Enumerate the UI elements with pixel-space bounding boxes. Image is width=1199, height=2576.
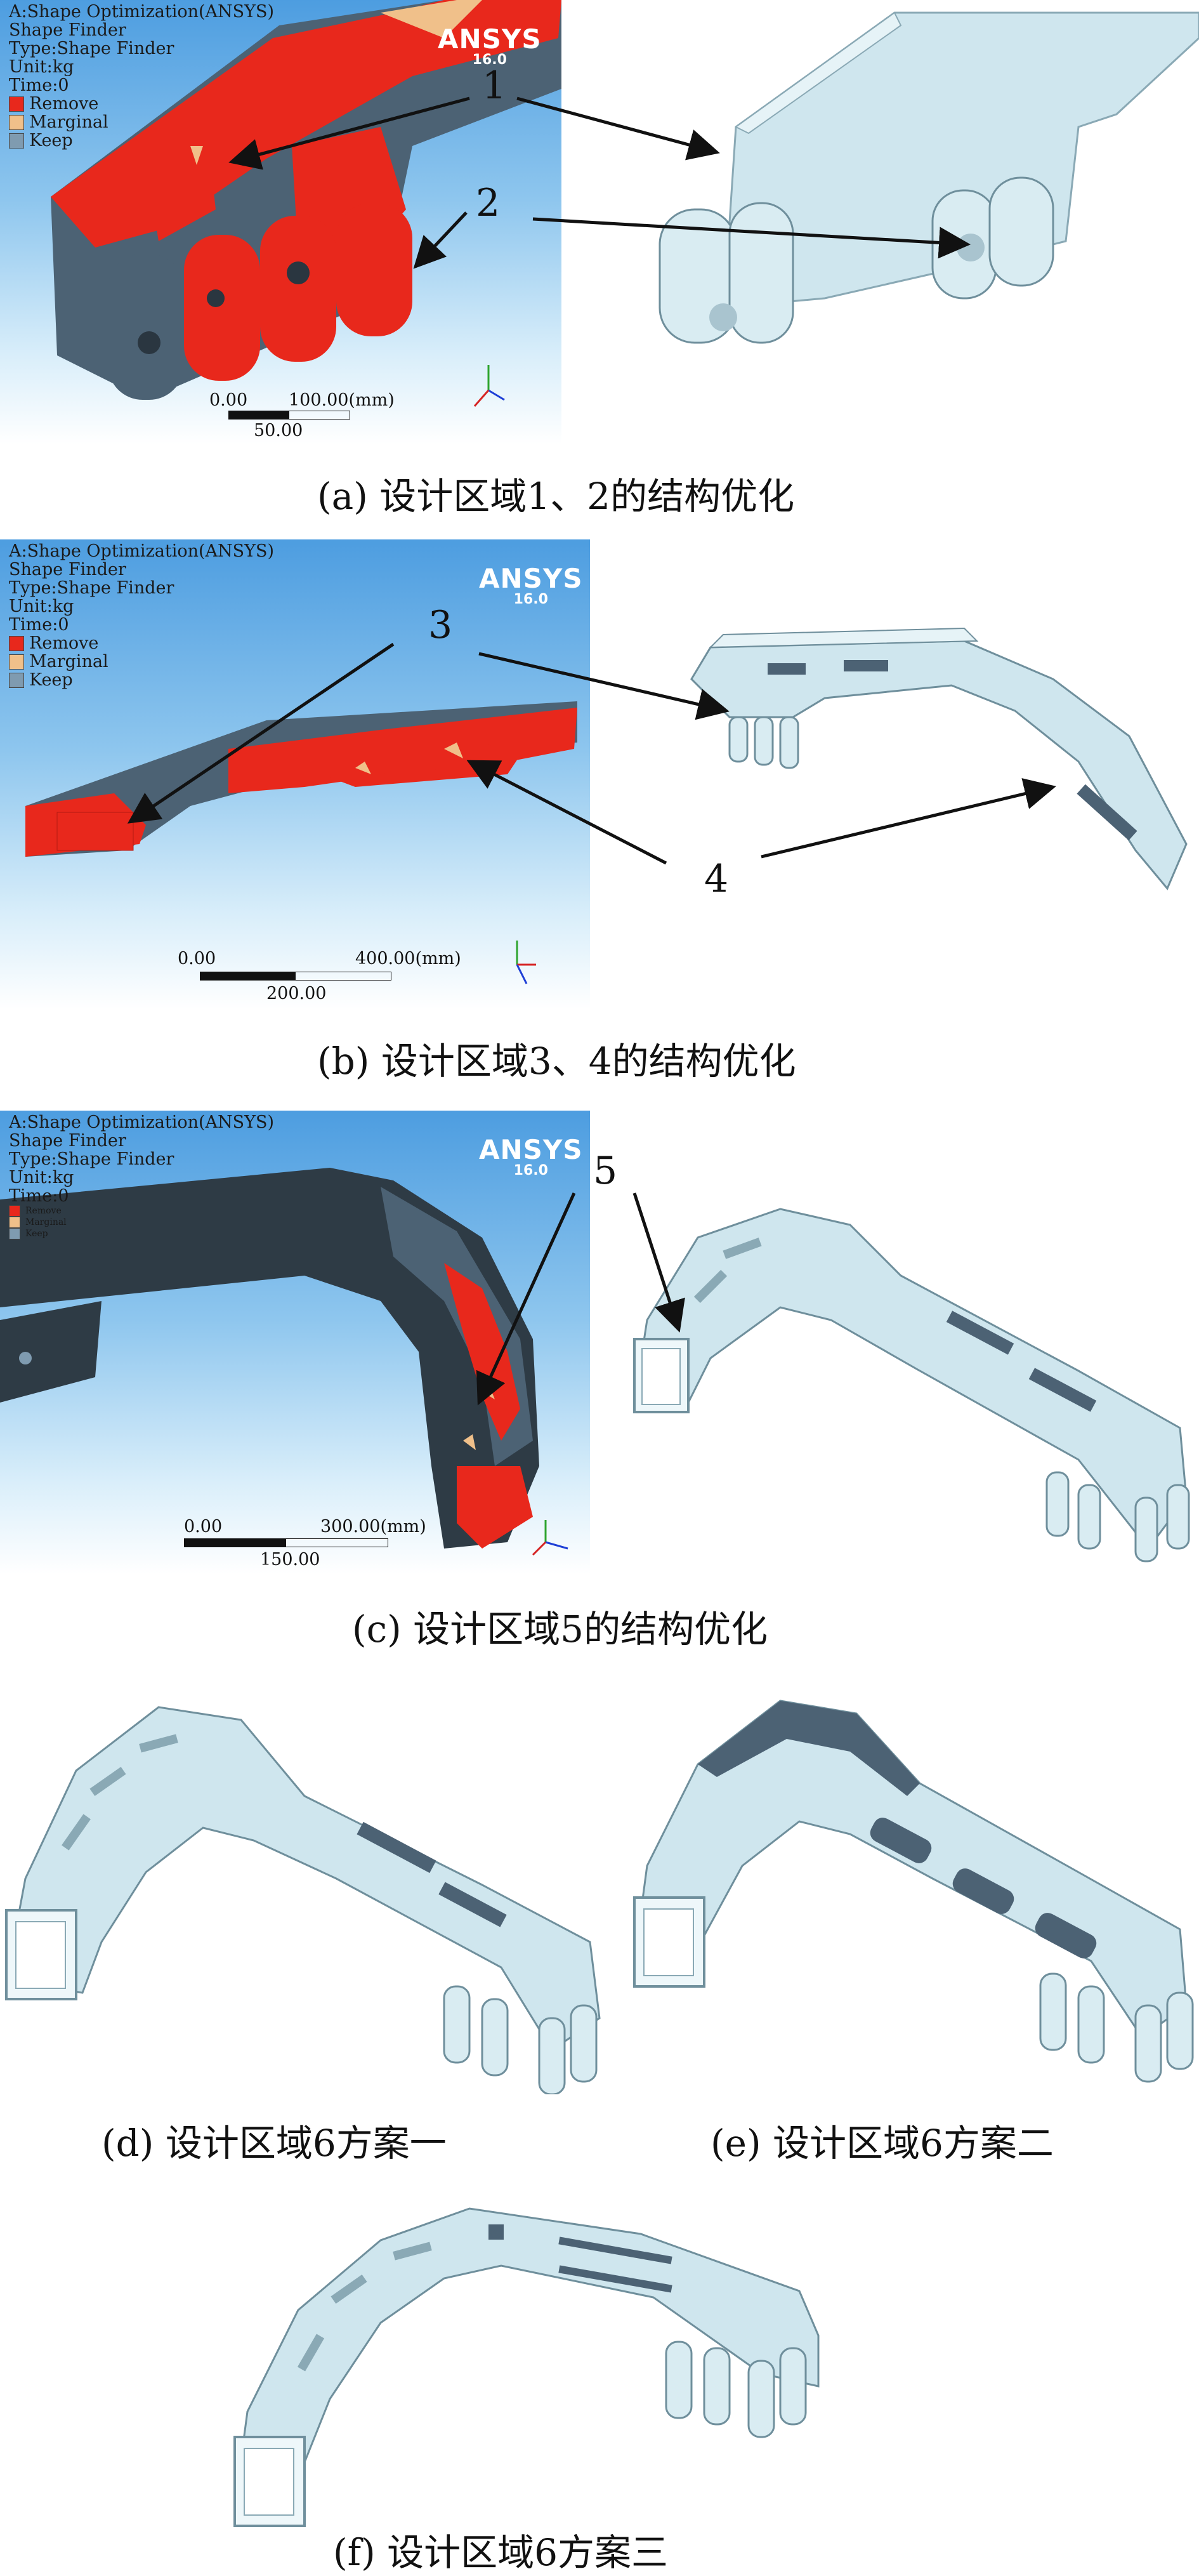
model-e-result: [633, 1700, 1194, 2083]
legend-remove: Remove: [9, 95, 274, 113]
info-line: Type:Shape Finder: [9, 578, 174, 598]
scale-left-label: 0.00: [178, 949, 216, 968]
legend-marginal: Marginal: [9, 113, 274, 131]
info-line: Shape Finder: [9, 560, 126, 579]
remove-swatch-icon: [9, 96, 24, 112]
scale-bar: [228, 411, 350, 419]
legend-label: Remove: [29, 633, 99, 653]
keep-swatch-icon: [9, 672, 24, 688]
callout-label: 2: [476, 181, 501, 225]
caption-d: (d) 设计区域6方案一: [102, 2122, 447, 2165]
callout-arrows-b: [127, 642, 1056, 865]
info-line: Type:Shape Finder: [9, 1149, 174, 1169]
model-b-result: [690, 627, 1188, 890]
ansys-logo: ANSYS 16.0: [438, 25, 542, 67]
remove-swatch-icon: [9, 635, 24, 651]
scale-right-label: 300.00(mm): [320, 1517, 426, 1536]
info-line: Unit:kg: [9, 597, 74, 616]
legend-label: Keep: [29, 670, 73, 690]
info-line: Time:0: [9, 615, 69, 635]
keep-swatch-icon: [9, 133, 24, 149]
logo-brand: ANSYS: [479, 1134, 583, 1165]
scale-mid-label: 150.00: [260, 1550, 320, 1569]
caption-a: (a) 设计区域1、2的结构优化: [317, 475, 795, 518]
keep-swatch-icon: [9, 1228, 20, 1239]
marginal-swatch-icon: [9, 654, 24, 670]
info-line: A:Shape Optimization(ANSYS): [9, 1113, 275, 1132]
info-line: Time:0: [9, 1186, 69, 1206]
caption-c: (c) 设计区域5的结构优化: [352, 1608, 768, 1651]
caption-b: (b) 设计区域3、4的结构优化: [317, 1040, 796, 1083]
model-c-result: [633, 1208, 1190, 1562]
scale-right-label: 100.00(mm): [289, 390, 395, 410]
logo-version: 16.0: [513, 591, 548, 607]
info-line: Type:Shape Finder: [9, 39, 174, 58]
legend-remove: Remove: [9, 634, 274, 652]
model-d-result: [5, 1706, 601, 2094]
info-block-b: A:Shape Optimization(ANSYS) Shape Finder…: [9, 542, 274, 689]
scale-mid-label: 200.00: [266, 984, 327, 1003]
callout-arrows-a: [228, 96, 971, 269]
remove-swatch-icon: [9, 1205, 20, 1217]
info-line: Shape Finder: [9, 20, 126, 40]
ansys-logo: ANSYS 16.0: [479, 565, 583, 607]
scale-left-label: 0.00: [184, 1517, 223, 1536]
caption-f: (f) 设计区域6方案三: [333, 2531, 669, 2574]
legend-label: Keep: [25, 1229, 48, 1239]
marginal-swatch-icon: [9, 1217, 20, 1228]
legend-label: Remove: [25, 1206, 62, 1216]
info-line: A:Shape Optimization(ANSYS): [9, 541, 275, 561]
legend-label: Marginal: [29, 652, 108, 671]
callout-label: 4: [704, 857, 729, 901]
scale-bar-a: 0.00 100.00(mm) 50.00: [209, 390, 412, 441]
scale-bar-c: 0.00 300.00(mm) 150.00: [184, 1517, 450, 1574]
ansys-view-c: A:Shape Optimization(ANSYS) Shape Finder…: [0, 1111, 590, 1574]
legend-label: Marginal: [29, 112, 108, 132]
info-line: Time:0: [9, 76, 69, 95]
model-a-render: [51, 0, 561, 407]
caption-e: (e) 设计区域6方案二: [711, 2122, 1054, 2165]
logo-version: 16.0: [472, 52, 507, 68]
info-line: Shape Finder: [9, 1131, 126, 1151]
ansys-view-b: A:Shape Optimization(ANSYS) Shape Finder…: [0, 539, 590, 1009]
legend-label: Keep: [29, 131, 73, 150]
legend-keep: Keep: [9, 131, 274, 150]
legend-keep: Keep: [9, 671, 274, 689]
logo-version: 16.0: [513, 1163, 548, 1179]
scale-bar: [184, 1538, 388, 1547]
ansys-view-a: A:Shape Optimization(ANSYS) Shape Finder…: [0, 0, 561, 444]
callout-label: 1: [482, 63, 507, 108]
callout-label: 3: [428, 603, 453, 647]
scale-bar-b: 0.00 400.00(mm) 200.00: [178, 949, 482, 1006]
info-line: A:Shape Optimization(ANSYS): [9, 2, 275, 22]
scale-right-label: 400.00(mm): [355, 949, 461, 968]
info-block-c: A:Shape Optimization(ANSYS) Shape Finder…: [9, 1113, 274, 1239]
legend-remove: Remove: [9, 1205, 274, 1217]
logo-brand: ANSYS: [479, 563, 583, 594]
legend-label: Marginal: [25, 1217, 67, 1227]
legend-label: Remove: [29, 94, 99, 114]
legend-keep: Keep: [9, 1228, 274, 1239]
scale-bar: [200, 972, 391, 981]
callout-label: 5: [593, 1149, 618, 1193]
info-line: Unit:kg: [9, 57, 74, 77]
info-line: Unit:kg: [9, 1168, 74, 1187]
scale-left-label: 0.00: [209, 390, 248, 410]
logo-brand: ANSYS: [438, 23, 542, 55]
callout-arrows-c: [476, 1192, 685, 1406]
model-b-render: [25, 701, 577, 984]
scale-mid-label: 50.00: [254, 421, 303, 440]
marginal-swatch-icon: [9, 114, 24, 130]
legend-marginal: Marginal: [9, 652, 274, 671]
info-block-a: A:Shape Optimization(ANSYS) Shape Finder…: [9, 3, 274, 150]
ansys-logo: ANSYS 16.0: [479, 1136, 583, 1178]
legend-marginal: Marginal: [9, 1217, 274, 1228]
model-a-result: [658, 11, 1199, 344]
